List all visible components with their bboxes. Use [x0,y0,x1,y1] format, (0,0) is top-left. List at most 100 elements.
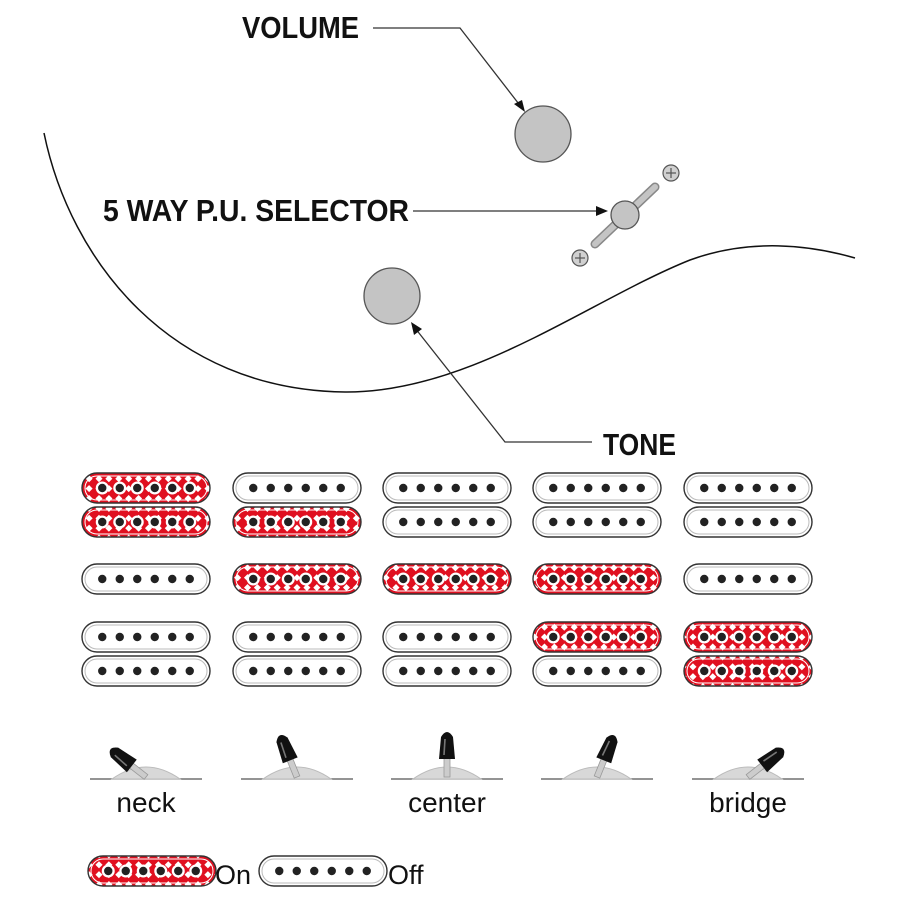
pole-piece [451,517,460,527]
pole-piece [469,574,478,584]
pole-piece [486,574,495,584]
pole-piece [121,866,130,876]
pole-piece [735,666,744,676]
pole-piece [319,517,328,527]
pole-piece [770,483,779,493]
volume-knob[interactable] [514,105,572,163]
pole-piece [601,517,610,527]
pole-piece [139,866,148,876]
pole-piece [336,517,345,527]
pole-piece [787,666,796,676]
pole-piece [752,483,761,493]
volume-label: VOLUME [242,10,359,45]
pole-piece [266,574,275,584]
column-center [382,472,512,687]
pole-piece [133,574,142,584]
pole-piece [319,574,328,584]
pole-piece [717,632,726,642]
pole-piece [770,517,779,527]
pole-piece [566,666,575,676]
pole-piece [787,574,796,584]
position-label-neck: neck [116,787,176,818]
pole-piece [150,574,159,584]
pole-piece [168,632,177,642]
pole-piece [301,632,310,642]
pole-piece [619,666,628,676]
pole-piece [416,517,425,527]
selector-switch[interactable] [590,182,660,249]
pole-piece [104,866,113,876]
tone-arrowhead [411,322,422,335]
pole-piece [336,632,345,642]
pole-piece [98,517,107,527]
legend-on-label: On [215,860,251,890]
pole-piece [301,517,310,527]
pole-piece [752,517,761,527]
pole-piece [284,517,293,527]
pole-piece [168,483,177,493]
lever-tip [109,747,137,773]
pole-piece [168,574,177,584]
pole-piece [787,632,796,642]
selector-screw-top [662,164,680,182]
lever-tip [596,735,618,764]
pole-piece [549,632,558,642]
pole-piece [266,632,275,642]
pole-piece [486,483,495,493]
pole-piece [150,483,159,493]
pole-piece [700,632,709,642]
pole-piece [735,517,744,527]
bridge-humbucker-coil-1 [532,472,662,504]
pole-piece [434,517,443,527]
pole-piece [549,483,558,493]
selector-label: 5 WAY P.U. SELECTOR [103,193,409,228]
pole-piece [451,666,460,676]
pole-piece [486,666,495,676]
pole-piece [601,632,610,642]
pole-piece [451,574,460,584]
neck-humbucker-coil-2 [683,655,813,687]
pole-piece [787,483,796,493]
selector-screw-bottom [571,249,589,267]
pole-piece [549,574,558,584]
middle-single-coil [232,563,362,595]
pole-piece [636,517,645,527]
pole-piece [133,632,142,642]
pole-piece [700,483,709,493]
bridge-humbucker-coil-1 [232,472,362,504]
pole-piece [399,483,408,493]
pole-piece [185,517,194,527]
lever-neck: neck [90,747,202,818]
legend-on-swatch [87,855,217,887]
pole-piece [717,483,726,493]
pole-piece [168,517,177,527]
pole-piece [345,866,354,876]
pole-piece [717,574,726,584]
tone-knob[interactable] [363,267,421,325]
pole-piece [700,666,709,676]
pole-piece [275,866,284,876]
pole-piece [434,574,443,584]
lever-tip [276,735,298,764]
pole-piece [399,666,408,676]
pole-piece [336,574,345,584]
pole-piece [185,574,194,584]
volume-arrowhead [514,100,525,112]
pole-piece [735,483,744,493]
volume-leader-line [373,27,523,109]
body-contour-upper [43,132,856,393]
pole-piece [115,517,124,527]
pole-piece [619,483,628,493]
bridge-humbucker-coil-1 [683,472,813,504]
bridge-humbucker-coil-2 [81,506,211,538]
pole-piece [636,574,645,584]
pole-piece [150,517,159,527]
neck-humbucker-coil-1 [683,621,813,653]
pole-piece [601,666,610,676]
pole-piece [416,632,425,642]
pole-piece [115,574,124,584]
pole-piece [469,666,478,676]
neck-humbucker-coil-2 [81,655,211,687]
